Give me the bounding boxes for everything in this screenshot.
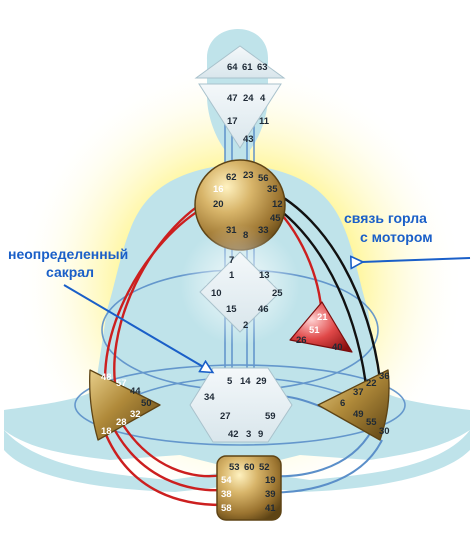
solar-plexus-gates: 37 22 36 6 49 55 30 bbox=[340, 371, 390, 437]
gate-33: 33 bbox=[258, 225, 269, 236]
throat-motor-arrow bbox=[362, 258, 471, 262]
spleen-gates: 48 57 44 50 32 28 18 bbox=[101, 372, 152, 437]
gate-49: 49 bbox=[353, 409, 364, 420]
gate-4: 4 bbox=[260, 93, 266, 104]
gate-55: 55 bbox=[366, 417, 377, 428]
gate-54: 54 bbox=[221, 475, 232, 486]
sacral-center bbox=[189, 367, 293, 443]
gate-22: 22 bbox=[366, 378, 377, 389]
black-channels-throat-motor bbox=[265, 188, 382, 386]
ajna-center bbox=[198, 83, 282, 149]
gate-50: 50 bbox=[141, 398, 152, 409]
gate-24: 24 bbox=[243, 93, 254, 104]
gate-47: 47 bbox=[227, 93, 238, 104]
gate-27: 27 bbox=[220, 411, 231, 422]
gate-1: 1 bbox=[229, 270, 235, 281]
gate-60: 60 bbox=[244, 462, 255, 473]
gate-39: 39 bbox=[265, 489, 276, 500]
gate-6: 6 bbox=[340, 398, 345, 409]
annotation-throat-motor-line2: с мотором bbox=[360, 229, 433, 245]
gate-26: 26 bbox=[296, 335, 307, 346]
throat-gates: 62 23 56 16 35 20 12 45 31 8 33 bbox=[213, 170, 283, 241]
annotation-throat-motor-line1: связь горла bbox=[344, 210, 427, 226]
gate-64: 64 bbox=[227, 62, 238, 73]
gate-16: 16 bbox=[213, 184, 224, 195]
gate-59: 59 bbox=[265, 411, 276, 422]
solar-plexus-center bbox=[317, 369, 390, 441]
gate-32: 32 bbox=[130, 409, 141, 420]
gate-48: 48 bbox=[101, 372, 112, 383]
spleen-center bbox=[89, 369, 161, 441]
head-center bbox=[194, 45, 286, 79]
gate-51: 51 bbox=[309, 325, 320, 336]
gate-25: 25 bbox=[272, 288, 283, 299]
gate-34: 34 bbox=[204, 392, 215, 403]
gate-11: 11 bbox=[259, 116, 270, 127]
gate-40: 40 bbox=[332, 342, 343, 353]
gate-10: 10 bbox=[211, 288, 222, 299]
gate-5: 5 bbox=[227, 376, 233, 387]
heart-gates: 21 51 26 40 bbox=[296, 312, 343, 353]
gate-38: 38 bbox=[221, 489, 232, 500]
sacral-gates: 5 14 29 34 27 59 42 3 9 bbox=[204, 376, 276, 440]
head-gates: 64 61 63 bbox=[227, 62, 268, 73]
gate-61: 61 bbox=[242, 62, 253, 73]
gate-20: 20 bbox=[213, 199, 224, 210]
annotation-sacral: неопределенный сакрал bbox=[8, 246, 212, 372]
annotation-sacral-line1: неопределенный bbox=[8, 246, 128, 262]
gate-46: 46 bbox=[258, 304, 269, 315]
gate-30: 30 bbox=[379, 426, 390, 437]
g-center bbox=[180, 225, 300, 345]
gate-19: 19 bbox=[265, 475, 276, 486]
gate-53: 53 bbox=[229, 462, 240, 473]
root-center bbox=[216, 455, 282, 521]
sacral-arrow bbox=[63, 284, 212, 372]
gate-37: 37 bbox=[353, 387, 364, 398]
gate-3: 3 bbox=[246, 429, 251, 440]
gate-29: 29 bbox=[256, 376, 267, 387]
gate-63: 63 bbox=[257, 62, 268, 73]
gate-14: 14 bbox=[240, 376, 251, 387]
gate-44: 44 bbox=[130, 386, 141, 397]
gate-35: 35 bbox=[267, 184, 278, 195]
gate-9: 9 bbox=[258, 429, 263, 440]
gate-8: 8 bbox=[243, 230, 248, 241]
gate-23: 23 bbox=[243, 170, 254, 181]
gate-41: 41 bbox=[265, 503, 276, 514]
gate-57: 57 bbox=[116, 378, 127, 389]
gate-36: 36 bbox=[379, 371, 390, 382]
gate-13: 13 bbox=[259, 270, 270, 281]
gate-17: 17 bbox=[227, 116, 238, 127]
heart-center bbox=[289, 301, 353, 353]
gate-15: 15 bbox=[226, 304, 237, 315]
root-gates: 53 60 52 54 19 38 39 58 41 bbox=[221, 462, 276, 514]
gate-31: 31 bbox=[226, 225, 237, 236]
g-gates: 1 13 10 25 15 46 7 2 bbox=[211, 255, 283, 331]
gate-18: 18 bbox=[101, 426, 112, 437]
gate-45: 45 bbox=[270, 213, 281, 224]
annotation-sacral-line2: сакрал bbox=[46, 264, 94, 280]
gate-56: 56 bbox=[258, 173, 269, 184]
gate-2: 2 bbox=[243, 320, 248, 331]
gate-7: 7 bbox=[229, 255, 234, 266]
gate-42: 42 bbox=[228, 429, 239, 440]
gate-21: 21 bbox=[317, 312, 328, 323]
ajna-gates: 47 24 4 17 11 43 bbox=[227, 93, 270, 145]
gate-43: 43 bbox=[243, 134, 254, 145]
gate-62: 62 bbox=[226, 172, 237, 183]
gate-58: 58 bbox=[221, 503, 232, 514]
annotation-throat-motor: связь горла с мотором bbox=[344, 210, 471, 262]
gate-12: 12 bbox=[272, 199, 283, 210]
gate-28: 28 bbox=[116, 417, 127, 428]
gate-52: 52 bbox=[259, 462, 270, 473]
